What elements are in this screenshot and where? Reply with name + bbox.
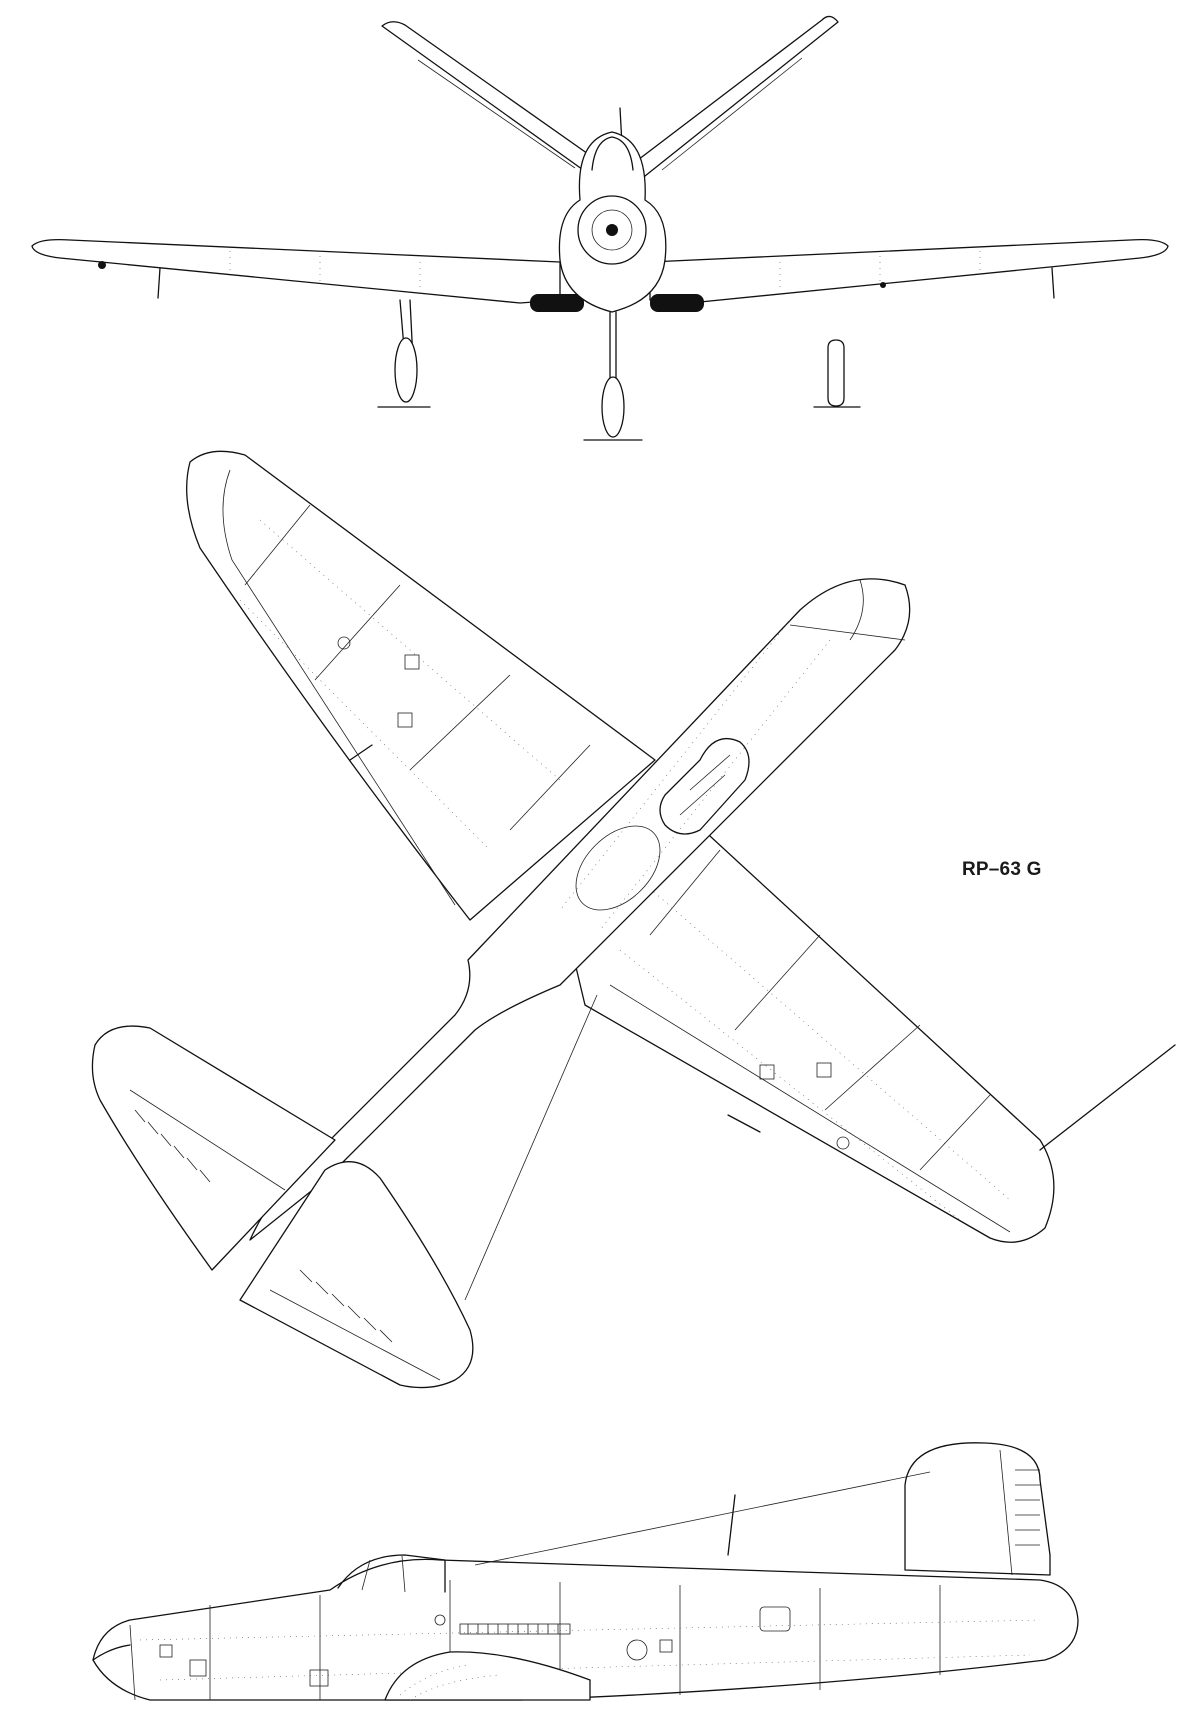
front-view: [31, 15, 1169, 441]
front-stabilizer-left: [381, 21, 609, 183]
side-view: [92, 1442, 1079, 1701]
front-main-wheel-left: [394, 337, 418, 403]
front-nose-gear: [609, 311, 617, 381]
plan-canopy: [659, 737, 750, 835]
front-nose-wheel: [601, 376, 625, 438]
plan-antenna-wire: [464, 994, 598, 1301]
plan-wing-lower-right: [559, 789, 1055, 1243]
plan-cockpit-opening: [575, 825, 661, 911]
side-antenna-mast: [727, 1494, 736, 1556]
front-wing-right: [649, 238, 1169, 304]
side-canopy: [337, 1554, 446, 1593]
side-spinner: [92, 1644, 131, 1661]
plan-stabilizer-upper: [91, 1025, 336, 1271]
front-stabilizer-right: [629, 15, 839, 181]
plan-pitot: [1039, 1044, 1176, 1151]
plan-stabilizer-lower: [239, 1161, 474, 1389]
plan-view: [91, 450, 1176, 1389]
aircraft-designation: RP–63 G: [962, 859, 1042, 880]
side-antenna-wire: [474, 1471, 931, 1566]
plan-wing-upper-left: [186, 450, 656, 921]
front-radiator-left: [530, 294, 584, 312]
front-radiator-right: [650, 294, 704, 312]
front-main-gear-right: [827, 339, 845, 407]
side-fin: [904, 1442, 1051, 1576]
front-canopy: [591, 136, 634, 171]
plan-fuselage: [249, 578, 911, 1241]
front-wing-left: [31, 238, 561, 304]
front-spinner-hub: [606, 224, 618, 236]
side-air-intake: [384, 1651, 591, 1701]
